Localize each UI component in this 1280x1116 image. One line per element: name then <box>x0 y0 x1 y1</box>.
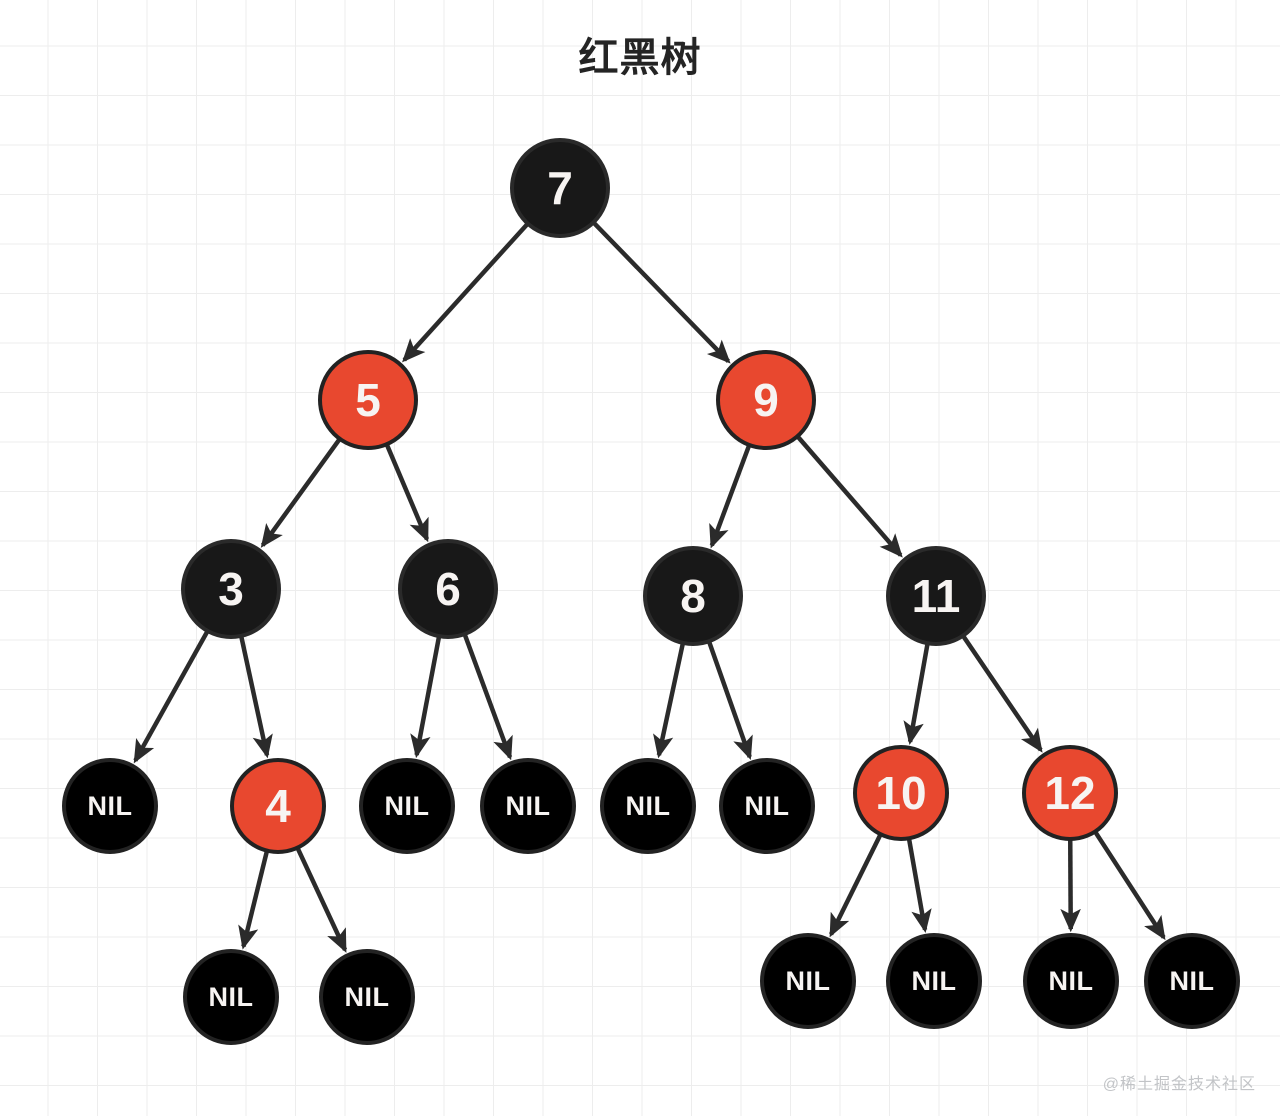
tree-node-nil: NIL <box>1144 933 1240 1029</box>
tree-edge <box>402 222 530 363</box>
tree-node-12: 12 <box>1022 745 1118 841</box>
tree-node-nil: NIL <box>480 758 576 854</box>
tree-edge <box>653 642 686 759</box>
tree-node-nil: NIL <box>183 949 279 1045</box>
tree-node-nil: NIL <box>1023 933 1119 1029</box>
tree-node-4: 4 <box>230 758 326 854</box>
tree-node-nil: NIL <box>719 758 815 854</box>
tree-node-nil: NIL <box>886 933 982 1029</box>
tree-node-nil: NIL <box>319 949 415 1045</box>
tree-node-7: 7 <box>510 138 610 238</box>
tree-edge <box>906 837 932 934</box>
tree-edge <box>295 846 348 953</box>
tree-node-8: 8 <box>643 546 743 646</box>
tree-edge <box>410 635 442 759</box>
tree-edge <box>961 634 1043 753</box>
tree-node-6: 6 <box>398 539 498 639</box>
tree-edge <box>238 635 273 759</box>
page-title: 红黑树 <box>578 36 702 80</box>
tree-edge <box>795 434 903 558</box>
tree-node-5: 5 <box>318 350 418 450</box>
edge-group <box>133 220 1166 953</box>
tree-edge <box>133 629 210 764</box>
tree-node-nil: NIL <box>760 933 856 1029</box>
tree-edge <box>260 437 342 548</box>
tree-edge <box>462 633 513 761</box>
tree-node-11: 11 <box>886 546 986 646</box>
tree-edge <box>591 220 731 364</box>
tree-node-3: 3 <box>181 539 281 639</box>
tree-edge <box>706 640 753 761</box>
tree-node-9: 9 <box>716 350 816 450</box>
tree-edge <box>709 444 752 549</box>
tree-node-10: 10 <box>853 745 949 841</box>
tree-edge <box>903 642 930 746</box>
tree-edge <box>384 443 430 543</box>
tree-edge <box>1093 830 1166 941</box>
watermark: @稀土掘金技术社区 <box>1102 1076 1256 1093</box>
tree-node-nil: NIL <box>359 758 455 854</box>
tree-edge <box>829 833 883 938</box>
tree-node-nil: NIL <box>600 758 696 854</box>
tree-node-nil: NIL <box>62 758 158 854</box>
tree-edge <box>238 850 270 950</box>
